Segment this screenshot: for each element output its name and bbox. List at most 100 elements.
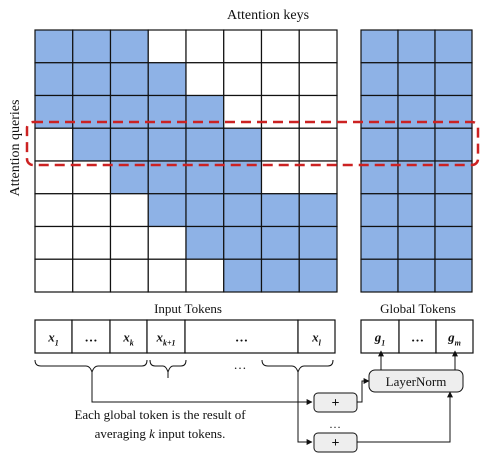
local-cell-r1-c2 [109,62,149,97]
global-cell-r6-c0 [360,225,399,260]
local-cell-r1-c6 [260,62,300,97]
local-cell-r3-c0 [34,127,74,162]
local-cell-r6-c1 [72,225,112,260]
local-cell-r7-c5 [223,258,263,293]
input-token-box-1 [71,319,111,354]
local-cell-r0-c0 [34,29,74,64]
local-cell-r3-c2 [109,127,149,162]
local-cell-r5-c2 [109,193,149,228]
global-cell-r2-c2 [434,94,473,129]
input-token-label-0: x1 [47,330,59,348]
local-cell-r1-c1 [72,62,112,97]
global-attention-grid [360,29,473,293]
local-cell-r2-c7 [298,94,338,129]
plus-box-1: + [313,392,358,413]
local-cell-r2-c2 [109,94,149,129]
global-cell-r5-c0 [360,193,399,228]
attention-queries-title: Attention queries [8,100,23,197]
local-cell-r7-c0 [34,258,74,293]
global-cell-r2-c0 [360,94,399,129]
local-cell-r3-c3 [147,127,187,162]
caption-line-2-pre: averaging [95,426,150,441]
local-cell-r2-c0 [34,94,74,129]
input-token-row: x1 … xk xk+1 … xl [34,319,336,354]
local-cell-r7-c3 [147,258,187,293]
highlighted-query-row [25,120,480,167]
brace-group-2 [149,359,187,374]
connector-plus1-to-ln [357,378,370,403]
global-cell-r4-c2 [434,160,473,195]
local-cell-r0-c1 [72,29,112,64]
input-token-box-5 [297,319,336,354]
local-cell-r2-c4 [185,94,225,129]
global-cell-r7-c2 [434,258,473,293]
connector-group3-to-plus2 [297,372,313,445]
global-token-label-0: g1 [374,330,386,348]
global-cell-r4-c1 [397,160,436,195]
input-token-label-2: xk [122,330,134,348]
local-cell-r2-c5 [223,94,263,129]
global-token-row: g1 … gm [360,319,474,354]
connectors [91,350,458,445]
local-cell-r7-c2 [109,258,149,293]
local-cell-r1-c4 [185,62,225,97]
local-cell-r7-c4 [185,258,225,293]
global-cell-r7-c0 [360,258,399,293]
local-attention-grid [34,29,338,293]
local-cell-r5-c4 [185,193,225,228]
plus-label-1: + [332,396,340,411]
local-cell-r5-c1 [72,193,112,228]
global-token-box-2 [435,319,474,354]
input-token-label-5: xl [311,330,322,348]
global-cell-r5-c1 [397,193,436,228]
global-cell-r0-c2 [434,29,473,64]
local-cell-r0-c6 [260,29,300,64]
global-cell-r0-c1 [397,29,436,64]
input-token-label-4: … [235,330,248,345]
plus-box-2: + [313,432,358,453]
caption-line-1: Each global token is the result of [74,407,246,422]
global-token-label-1: … [411,330,424,345]
local-cell-r6-c6 [260,225,300,260]
local-cell-r0-c4 [185,29,225,64]
global-token-box-1 [398,319,437,354]
global-cell-r0-c0 [360,29,399,64]
brace-group-1 [34,359,148,374]
global-cell-r1-c2 [434,62,473,97]
local-cell-r6-c3 [147,225,187,260]
input-token-label-3: xk+1 [155,330,175,348]
grouping-braces [34,359,334,374]
global-cell-r6-c2 [434,225,473,260]
local-cell-r4-c5 [223,160,263,195]
input-token-box-0 [34,319,73,354]
local-cell-r6-c2 [109,225,149,260]
input-tokens-title: Input Tokens [154,301,222,316]
global-cell-r1-c0 [360,62,399,97]
local-cell-r2-c3 [147,94,187,129]
local-cell-r1-c0 [34,62,74,97]
local-cell-r6-c0 [34,225,74,260]
global-token-label-2: gm [447,330,461,348]
input-token-label-1: … [85,330,98,345]
local-cell-r0-c3 [147,29,187,64]
local-cell-r1-c7 [298,62,338,97]
local-cell-r3-c1 [72,127,112,162]
local-cell-r6-c4 [185,225,225,260]
connector-plus2-to-ln [357,391,453,443]
brace-ellipsis: … [234,357,247,372]
caption-line-2-k: k [149,426,155,441]
global-tokens-title: Global Tokens [380,301,456,316]
local-cell-r0-c2 [109,29,149,64]
local-cell-r4-c0 [34,160,74,195]
global-cell-r1-c1 [397,62,436,97]
local-cell-r5-c5 [223,193,263,228]
attention-keys-title: Attention keys [227,8,309,23]
global-cell-r3-c1 [397,127,436,162]
local-cell-r5-c7 [298,193,338,228]
input-token-box-3 [146,319,186,354]
brace-group-3 [261,359,334,374]
global-cell-r7-c1 [397,258,436,293]
caption-line-2-post: input tokens. [155,426,225,441]
caption-line-2: averaging k input tokens. [95,426,226,441]
